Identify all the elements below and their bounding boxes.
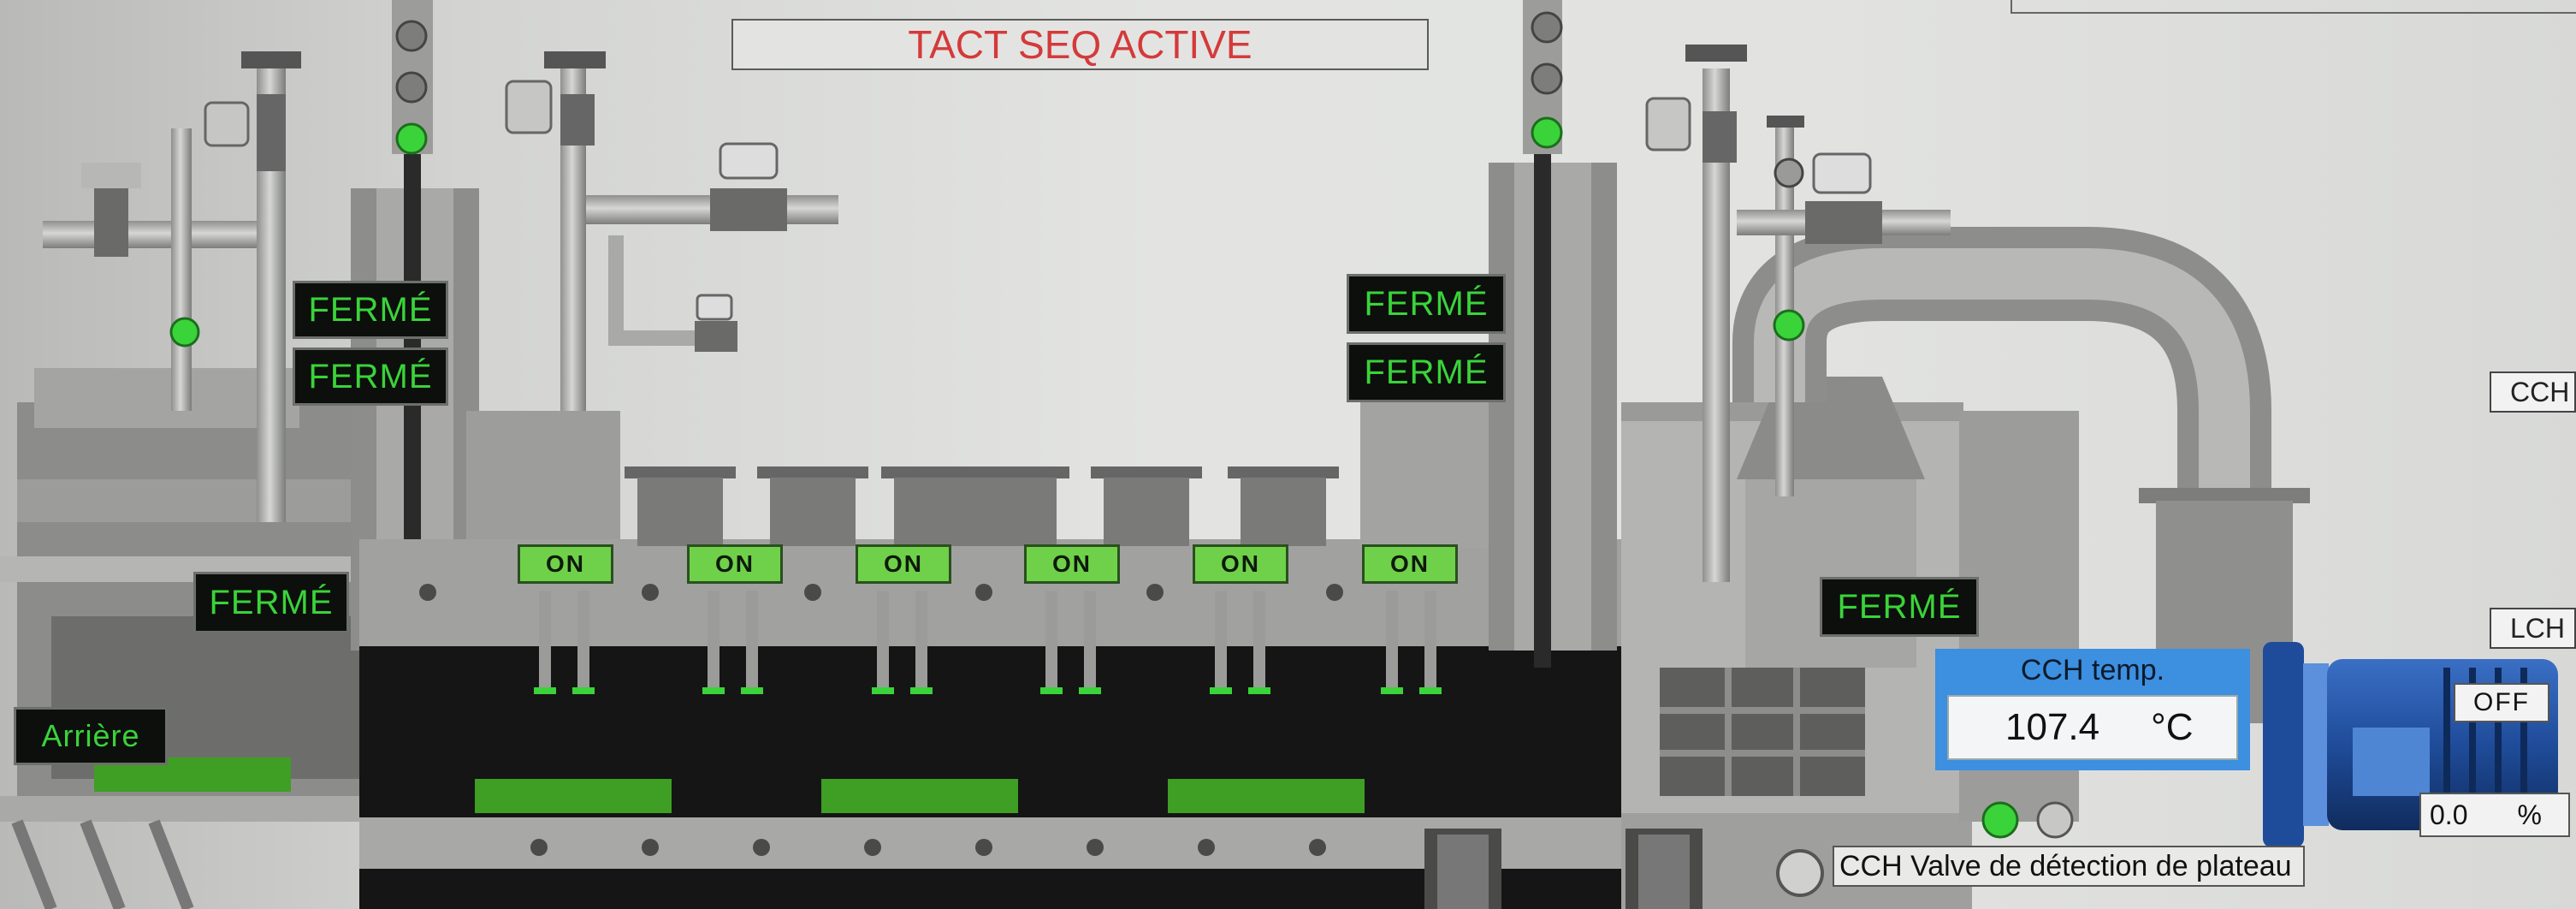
valve-state-middle-lower[interactable]: FERMÉ: [1347, 342, 1506, 402]
left-pipes: [43, 51, 838, 548]
valve-state-left-chamber[interactable]: FERMÉ: [193, 572, 349, 633]
heater-elements: [539, 591, 1436, 689]
indicator-light-icon: [169, 11, 2074, 897]
valve-state-left-upper[interactable]: FERMÉ: [293, 281, 448, 339]
heater-ports: [625, 466, 1339, 546]
valve-detection-label[interactable]: CCH Valve de détection de plateau: [1833, 846, 2305, 887]
top-frame-line: [2010, 0, 2576, 14]
temperature-readout: 107.4 °C: [1947, 695, 2238, 760]
motor-speed-value: 0.0: [2430, 799, 2468, 830]
valve-state-right-chamber[interactable]: FERMÉ: [1820, 577, 1979, 637]
lch-nav-tag[interactable]: LCH: [2490, 608, 2576, 649]
heater-6-status[interactable]: ON: [1362, 544, 1458, 584]
heater-4-status[interactable]: ON: [1024, 544, 1120, 584]
temperature-value: 107.4: [2005, 706, 2100, 748]
sequence-status-title: TACT SEQ ACTIVE: [731, 19, 1429, 70]
left-chamber: [0, 368, 368, 909]
vertical-drive-bottom: [1424, 829, 1703, 909]
valve-state-left-lower[interactable]: FERMÉ: [293, 348, 448, 406]
motor-speed-unit: %: [2517, 799, 2542, 830]
right-pipes: [1645, 45, 1951, 582]
temperature-unit: °C: [2151, 706, 2194, 748]
heater-element-tips: [534, 687, 1442, 694]
heater-2-status[interactable]: ON: [687, 544, 783, 584]
chamber-bolts-bottom: [530, 839, 1326, 856]
heater-chamber: [359, 539, 1626, 909]
heater-3-status[interactable]: ON: [856, 544, 951, 584]
cch-nav-tag[interactable]: CCH: [2490, 371, 2576, 413]
motor-speed-readout[interactable]: 0.0 %: [2419, 793, 2570, 837]
direction-status-label[interactable]: Arrière: [14, 707, 168, 765]
valve-state-middle-upper[interactable]: FERMÉ: [1347, 274, 1506, 334]
temperature-panel[interactable]: CCH temp. 107.4 °C: [1935, 649, 2250, 770]
heater-1-status[interactable]: ON: [518, 544, 613, 584]
motor-off-button[interactable]: OFF: [2454, 683, 2549, 722]
heater-5-status[interactable]: ON: [1193, 544, 1288, 584]
temperature-label: CCH temp.: [2020, 654, 2165, 686]
